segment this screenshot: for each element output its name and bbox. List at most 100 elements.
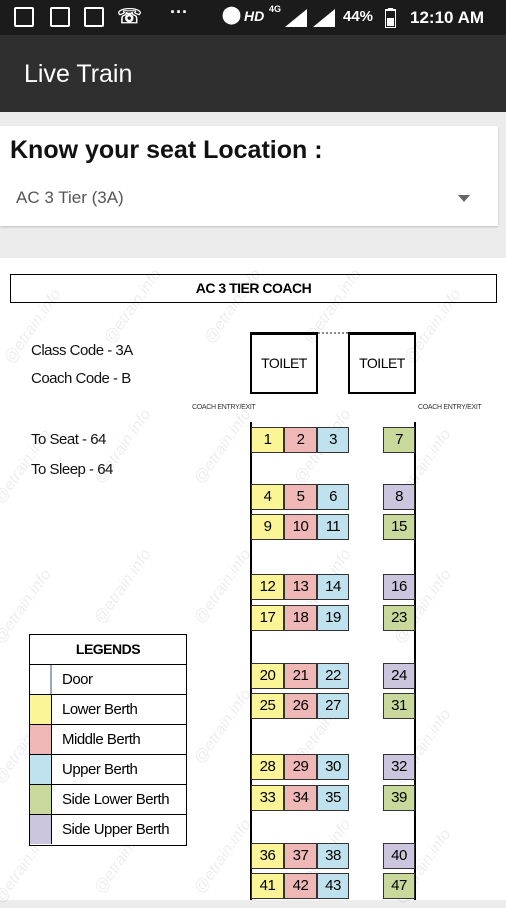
- berth-seat: 27: [317, 693, 349, 719]
- berth-seat: 42: [284, 873, 317, 899]
- side-berth-seat: 40: [383, 843, 415, 869]
- side-berth-seat: 31: [383, 693, 415, 719]
- entry-left: COACH ENTRY/EXIT: [192, 404, 256, 411]
- toilet-right-label: TOILET: [359, 355, 405, 371]
- watermark: @etrain.info: [191, 406, 255, 488]
- legend-box: LEGENDS Door Lower Berth Middle Berth Up…: [29, 634, 187, 846]
- legend-upper-label: Upper Berth: [62, 761, 138, 778]
- clock: 12:10 AM: [410, 8, 485, 27]
- signal-icon-2: [313, 9, 335, 27]
- watermark: @etrain.info: [91, 546, 155, 628]
- berth-seat: 9: [251, 514, 284, 540]
- berth-seat: 18: [284, 605, 317, 631]
- legend-side-lower: Side Lower Berth: [30, 785, 186, 815]
- class-dropdown-value: AC 3 Tier (3A): [16, 188, 124, 207]
- side-berth-seat: 8: [383, 484, 415, 510]
- signal-icon: [285, 9, 307, 27]
- side-berth-seat: 15: [383, 514, 415, 540]
- legend-lower-label: Lower Berth: [62, 701, 138, 718]
- legend-side-upper-label: Side Upper Berth: [62, 821, 170, 838]
- battery-icon: [385, 8, 396, 28]
- class-dropdown[interactable]: AC 3 Tier (3A): [10, 172, 498, 224]
- side-berth-seat: 24: [383, 663, 415, 689]
- toilet-right: TOILET: [348, 332, 416, 394]
- grid-icon: [50, 7, 70, 27]
- legend-side-upper: Side Upper Berth: [30, 815, 186, 845]
- notes-icon: [14, 7, 34, 27]
- coach-wall-right: [414, 422, 416, 900]
- to-sleep: To Sleep - 64: [31, 461, 113, 478]
- berth-seat: 4: [251, 484, 284, 510]
- legend-door-label: Door: [62, 671, 93, 688]
- berth-seat: 21: [284, 663, 317, 689]
- side-berth-seat: 39: [383, 785, 415, 811]
- side-berth-seat: 32: [383, 754, 415, 780]
- section-heading: Know your seat Location :: [10, 136, 323, 164]
- side-berth-seat: 7: [383, 427, 415, 453]
- legend-middle-label: Middle Berth: [62, 731, 141, 748]
- watermark: @etrain.info: [191, 546, 255, 628]
- to-seat: To Seat - 64: [31, 431, 106, 448]
- side-berth-seat: 16: [383, 574, 415, 600]
- berth-seat: 26: [284, 693, 317, 719]
- dropdown-arrow-icon: [458, 195, 470, 202]
- berth-seat: 30: [317, 754, 349, 780]
- hd-label: HD: [244, 8, 265, 24]
- app-bar: Live Train: [0, 35, 506, 112]
- side-berth-seat: 47: [383, 873, 415, 899]
- lower-swatch: [30, 695, 52, 724]
- berth-seat: 28: [251, 754, 284, 780]
- status-bar: ☏ ··· ⬤ HD 4G 44% 12:10 AM: [0, 0, 506, 35]
- toilet-left: TOILET: [250, 332, 318, 394]
- watermark: @etrain.info: [191, 686, 255, 768]
- seat-location-card: Know your seat Location : AC 3 Tier (3A): [0, 126, 498, 226]
- legend-side-lower-label: Side Lower Berth: [62, 791, 170, 808]
- berth-seat: 10: [284, 514, 317, 540]
- berth-seat: 20: [251, 663, 284, 689]
- entry-right: COACH ENTRY/EXIT: [418, 404, 482, 411]
- berth-seat: 43: [317, 873, 349, 899]
- berth-seat: 22: [317, 663, 349, 689]
- coach-title: AC 3 TIER COACH: [195, 280, 312, 296]
- berth-seat: 6: [317, 484, 349, 510]
- middle-swatch: [30, 725, 52, 754]
- berth-seat: 12: [251, 574, 284, 600]
- legend-lower: Lower Berth: [30, 695, 186, 725]
- berth-seat: 41: [251, 873, 284, 899]
- toilet-left-label: TOILET: [261, 355, 307, 371]
- berth-seat: 17: [251, 605, 284, 631]
- coach-title-box: AC 3 TIER COACH: [10, 274, 497, 303]
- berth-seat: 35: [317, 785, 349, 811]
- network-type: 4G: [269, 4, 282, 14]
- berth-seat: 13: [284, 574, 317, 600]
- side-upper-swatch: [30, 815, 52, 844]
- coach-code: Coach Code - B: [31, 370, 131, 387]
- legend-middle: Middle Berth: [30, 725, 186, 755]
- coach-wall-left: [250, 422, 252, 900]
- door-swatch: [30, 665, 52, 694]
- berth-seat: 29: [284, 754, 317, 780]
- missed-call-icon: ☏: [117, 6, 143, 28]
- legend-door: Door: [30, 665, 186, 695]
- berth-seat: 34: [284, 785, 317, 811]
- side-berth-seat: 23: [383, 605, 415, 631]
- battery-percent: 44%: [343, 8, 374, 25]
- side-lower-swatch: [30, 785, 52, 814]
- watermark: @etrain.info: [191, 816, 255, 898]
- berth-seat: 36: [251, 843, 284, 869]
- berth-seat: 25: [251, 693, 284, 719]
- legend-upper: Upper Berth: [30, 755, 186, 785]
- legend-title: LEGENDS: [30, 635, 186, 665]
- berth-seat: 5: [284, 484, 317, 510]
- coach-diagram: @etrain.info @etrain.info @etrain.info @etr…: [0, 258, 506, 907]
- berth-seat: 33: [251, 785, 284, 811]
- berth-seat: 11: [317, 514, 349, 540]
- calendar-icon: [84, 7, 104, 27]
- berth-seat: 2: [284, 427, 317, 453]
- berth-seat: 1: [251, 427, 284, 453]
- more-dots-icon: ···: [170, 2, 188, 22]
- location-icon: ⬤: [222, 5, 242, 24]
- app-title: Live Train: [24, 60, 133, 88]
- berth-seat: 37: [284, 843, 317, 869]
- berth-seat: 14: [317, 574, 349, 600]
